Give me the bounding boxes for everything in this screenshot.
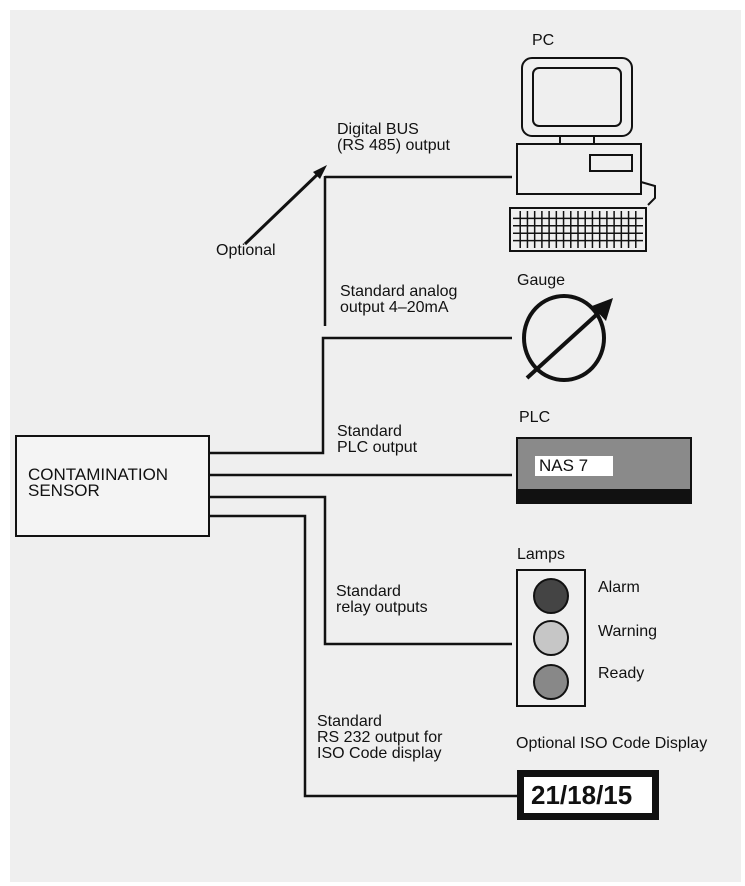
sensor-label-line1: CONTAMINATION xyxy=(28,465,169,484)
optional-arrow xyxy=(243,165,327,246)
iso-display-title: Optional ISO Code Display xyxy=(516,735,708,752)
plc-title: PLC xyxy=(519,409,551,426)
lamp-warning-label: Warning xyxy=(598,623,657,640)
lamp-warning xyxy=(533,620,569,656)
wire-to-pc xyxy=(323,175,512,326)
iso-connection-label-line1: Standard xyxy=(317,713,382,730)
lamps-title: Lamps xyxy=(517,546,566,563)
lamp-circles xyxy=(533,578,569,700)
lamp-alarm-label: Alarm xyxy=(598,579,640,596)
plc-connection-label-line2: PLC output xyxy=(337,439,418,456)
plc-display-value: NAS 7 xyxy=(535,456,613,476)
optional-label: Optional xyxy=(216,242,276,259)
iso-connection-label-line3: ISO Code display xyxy=(317,745,442,762)
gauge-connection-label-line1: Standard analog xyxy=(340,283,458,300)
gauge-title: Gauge xyxy=(517,272,566,289)
pc-connection-label-line2: (RS 485) output xyxy=(337,137,450,154)
pc-connection-label-line1: Digital BUS xyxy=(337,121,419,138)
iso-connection-label-line2: RS 232 output for xyxy=(317,729,443,746)
gauge-connection-label-line2: output 4–20mA xyxy=(340,299,449,316)
lamp-ready-label: Ready xyxy=(598,665,645,682)
gauge-icon xyxy=(522,294,613,382)
lamp-alarm xyxy=(533,578,569,614)
lamps-connection-label-line1: Standard xyxy=(336,583,401,600)
iso-display-value: 21/18/15 xyxy=(531,780,633,810)
pc-computer-icon xyxy=(509,57,656,252)
wire-to-lamps xyxy=(209,495,512,646)
wire-to-iso-display xyxy=(209,514,517,798)
pc-keyboard-keys xyxy=(513,211,643,248)
iso-code-display-screen xyxy=(524,777,652,813)
contamination-sensor-box xyxy=(15,435,210,537)
lamps-connection-label-line2: relay outputs xyxy=(336,599,428,616)
lamp-ready xyxy=(533,664,569,700)
plc-connection-label-line1: Standard xyxy=(337,423,402,440)
sensor-label-line2: SENSOR xyxy=(28,481,100,500)
wire-to-gauge xyxy=(209,336,512,455)
pc-title: PC xyxy=(532,32,555,49)
